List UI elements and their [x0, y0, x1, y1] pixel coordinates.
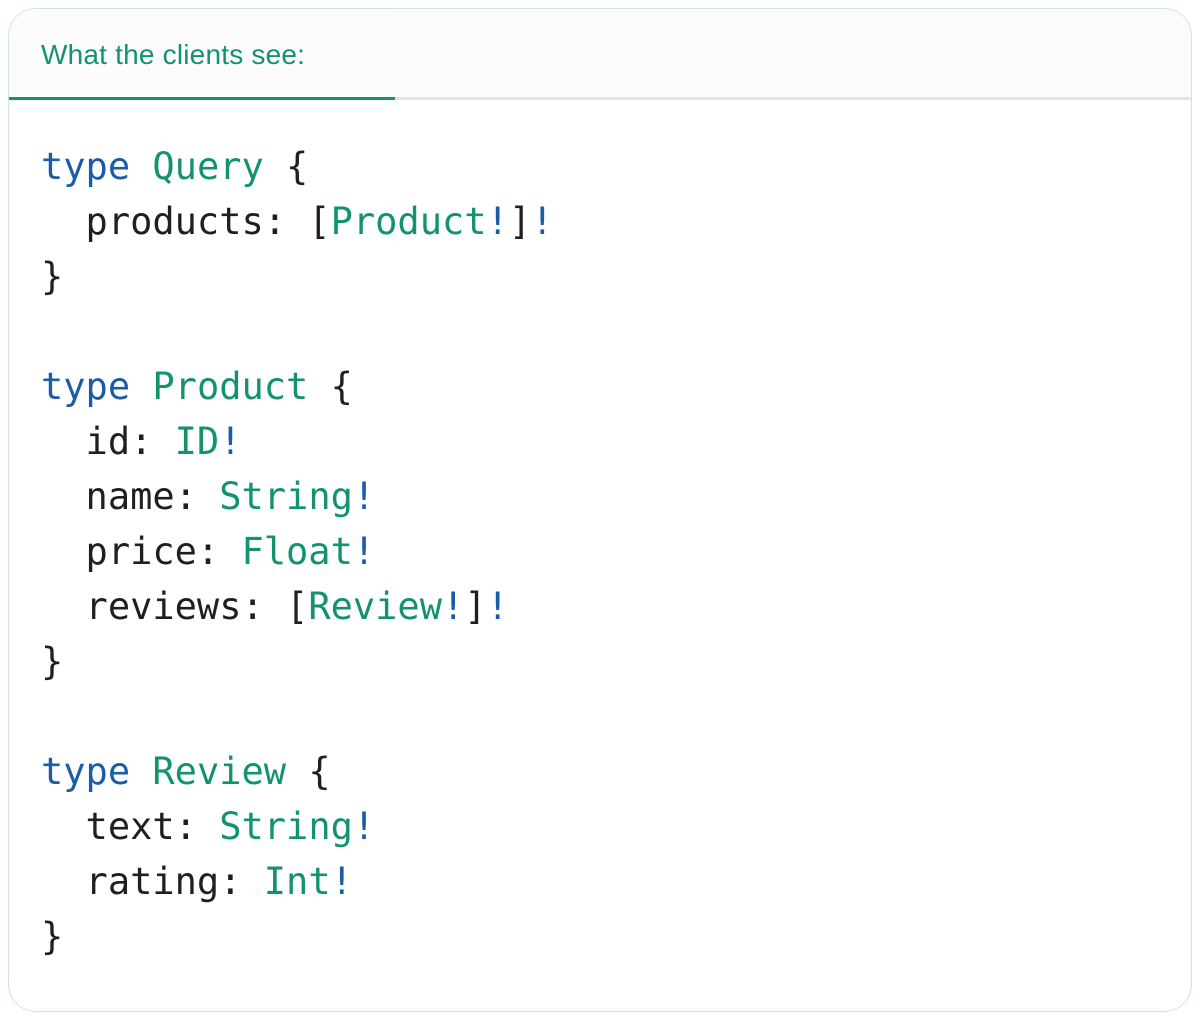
code-line: rating: Int! — [41, 854, 1159, 909]
code-token-keyword: ! — [219, 420, 242, 463]
code-token-plain: name: — [41, 475, 220, 518]
code-token-typename: Review — [308, 585, 442, 628]
code-token-keyword: ! — [486, 585, 509, 628]
code-line: name: String! — [41, 469, 1159, 524]
code-token-keyword: ! — [352, 530, 376, 573]
code-token-plain: price: — [41, 530, 242, 573]
code-line: } — [41, 909, 1159, 964]
code-token-plain: { — [308, 365, 353, 408]
code-line: } — [41, 634, 1159, 689]
code-token-typename: Product — [330, 200, 487, 243]
code-token-plain: reviews: [ — [41, 585, 309, 628]
code-token-typename: Review — [152, 750, 287, 793]
code-line: } — [41, 249, 1159, 304]
code-token-plain: rating: — [41, 860, 264, 903]
code-line: reviews: [Review!]! — [41, 579, 1159, 634]
code-token-plain: products: [ — [41, 200, 331, 243]
code-token-plain: } — [41, 915, 64, 958]
code-token-keyword: ! — [352, 805, 376, 848]
code-token-keyword: ! — [352, 475, 376, 518]
code-line: text: String! — [41, 799, 1159, 854]
tab-what-clients-see[interactable]: What the clients see: — [9, 9, 395, 100]
code-line: products: [Product!]! — [41, 194, 1159, 249]
code-token-plain: } — [41, 640, 64, 683]
code-token-plain: ] — [508, 200, 532, 243]
card-header: What the clients see: — [9, 9, 1191, 100]
code-token-keyword: ! — [441, 585, 465, 628]
code-token-keyword: type — [41, 145, 153, 188]
tab-label: What the clients see: — [41, 39, 306, 70]
code-line: type Query { — [41, 139, 1159, 194]
code-token-typename: Query — [152, 145, 264, 188]
code-line: id: ID! — [41, 414, 1159, 469]
code-token-keyword: ! — [330, 860, 353, 903]
code-token-typename: Int — [263, 860, 331, 903]
code-token-plain: { — [286, 750, 331, 793]
code-token-plain: text: — [41, 805, 220, 848]
code-line: type Product { — [41, 359, 1159, 414]
code-line: type Review { — [41, 744, 1159, 799]
code-line — [41, 304, 1159, 359]
header-divider — [395, 9, 1191, 100]
code-token-plain: { — [263, 145, 309, 188]
code-token-keyword: ! — [531, 200, 554, 243]
code-token-keyword: type — [41, 750, 153, 793]
code-block: type Query { products: [Product!]!} type… — [9, 100, 1191, 964]
code-token-typename: ID — [174, 420, 220, 463]
code-token-keyword: ! — [486, 200, 509, 243]
code-token-plain: id: — [41, 420, 175, 463]
code-token-typename: Float — [241, 530, 353, 573]
code-line: price: Float! — [41, 524, 1159, 579]
code-token-plain: ] — [464, 585, 487, 628]
code-token-keyword: type — [41, 365, 153, 408]
code-token-typename: String — [219, 475, 353, 518]
code-line — [41, 689, 1159, 744]
code-token-typename: String — [219, 805, 353, 848]
schema-code-card: What the clients see: type Query { produ… — [8, 8, 1192, 1012]
code-token-typename: Product — [152, 365, 309, 408]
code-token-plain: } — [41, 255, 64, 298]
